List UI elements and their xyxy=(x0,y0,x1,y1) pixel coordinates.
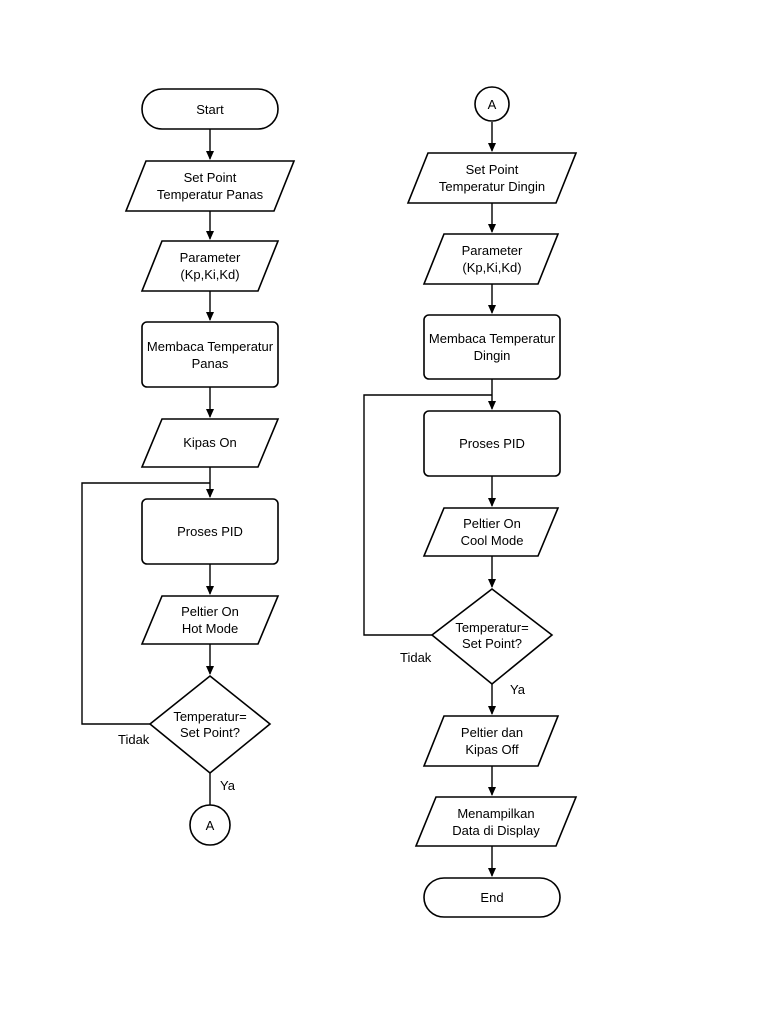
left-read-temp-line2: Panas xyxy=(192,356,229,371)
left-parameter-line2: (Kp,Ki,Kd) xyxy=(180,267,239,282)
left-read-temp-line1: Membaca Temperatur xyxy=(147,339,274,354)
right-off-line2: Kipas Off xyxy=(465,742,519,757)
left-pid-label: Proses PID xyxy=(177,524,243,539)
left-decision-line1: Temperatur= xyxy=(173,709,246,724)
left-peltier-io xyxy=(140,595,280,645)
left-flow: Start Set Point Temperatur Panas Paramet… xyxy=(81,88,296,846)
right-setpoint-line2: Temperatur Dingin xyxy=(439,179,545,194)
left-read-temp-process xyxy=(141,321,279,388)
left-loop-back-line xyxy=(81,482,210,725)
left-pid-process xyxy=(141,498,279,565)
right-flow: A Set Point Temperatur Dingin Parameter … xyxy=(363,86,578,918)
right-decision-line1: Temperatur= xyxy=(455,620,528,635)
right-yes-label: Ya xyxy=(510,682,526,697)
left-parameter-input xyxy=(140,240,280,292)
right-end-terminal xyxy=(423,877,561,918)
left-setpoint-line2: Temperatur Panas xyxy=(157,187,264,202)
left-parameter-line1: Parameter xyxy=(180,250,241,265)
right-connector-a xyxy=(474,86,510,122)
right-loop-back-line xyxy=(363,394,492,636)
right-peltier-line1: Peltier On xyxy=(463,516,521,531)
right-peltier-line2: Cool Mode xyxy=(461,533,524,548)
left-setpoint-line1: Set Point xyxy=(184,170,237,185)
right-pid-process xyxy=(423,410,561,477)
left-yes-label: Ya xyxy=(220,778,236,793)
right-peltier-io xyxy=(422,507,560,557)
right-display-line2: Data di Display xyxy=(452,823,540,838)
right-end-label: End xyxy=(480,890,503,905)
right-no-label: Tidak xyxy=(400,650,432,665)
left-connector-a xyxy=(189,804,231,846)
left-no-label: Tidak xyxy=(118,732,150,747)
right-decision-line2: Set Point? xyxy=(462,636,522,651)
right-setpoint-line1: Set Point xyxy=(466,162,519,177)
right-display-io xyxy=(414,796,578,847)
right-setpoint-input xyxy=(406,152,578,204)
right-read-temp-process xyxy=(423,314,561,380)
right-parameter-line1: Parameter xyxy=(462,243,523,258)
right-off-io xyxy=(422,715,560,767)
right-connector-label: A xyxy=(488,97,497,112)
left-peltier-line2: Hot Mode xyxy=(182,621,238,636)
right-pid-label: Proses PID xyxy=(459,436,525,451)
right-parameter-input xyxy=(422,233,560,285)
right-display-line1: Menampilkan xyxy=(457,806,534,821)
left-setpoint-input xyxy=(124,160,296,212)
right-parameter-line2: (Kp,Ki,Kd) xyxy=(462,260,521,275)
left-connector-label: A xyxy=(206,818,215,833)
left-decision-line2: Set Point? xyxy=(180,725,240,740)
right-read-temp-line1: Membaca Temperatur xyxy=(429,331,556,346)
left-decision-diamond xyxy=(148,674,272,775)
left-start-terminal xyxy=(141,88,279,130)
left-start-label: Start xyxy=(196,102,224,117)
right-off-line1: Peltier dan xyxy=(461,725,523,740)
right-read-temp-line2: Dingin xyxy=(474,348,511,363)
right-decision-diamond xyxy=(430,587,554,686)
left-fan-on-io xyxy=(140,418,280,468)
left-peltier-line1: Peltier On xyxy=(181,604,239,619)
left-fan-on-label: Kipas On xyxy=(183,435,236,450)
